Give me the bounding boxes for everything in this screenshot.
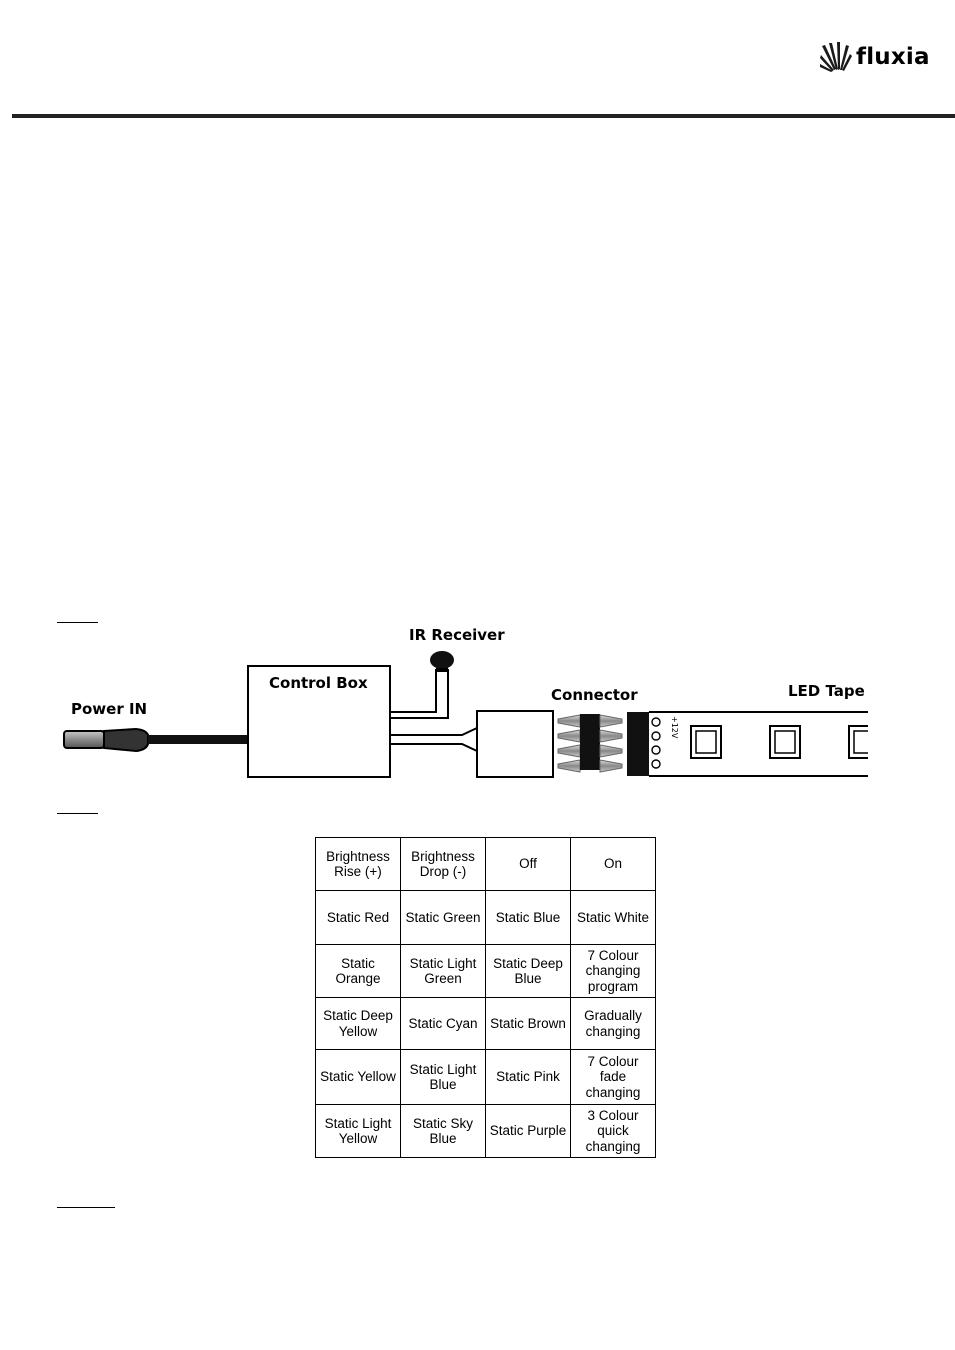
led-chip	[848, 725, 868, 759]
connector-pins	[557, 714, 623, 773]
led-tape: +12V	[627, 711, 868, 777]
table-row: Static Light Yellow Static Sky Blue Stat…	[315, 1104, 656, 1158]
table-cell: Static Orange	[315, 944, 401, 998]
table-row: Static Orange Static Light Green Static …	[315, 944, 656, 998]
remote-button-table: Brightness Rise (+) Brightness Drop (-) …	[315, 837, 656, 1158]
table-cell: Static Purple	[485, 1104, 571, 1158]
ir-receiver	[390, 651, 454, 719]
brand-name: fluxia	[856, 44, 930, 70]
table-cell: 7 Colour fade changing	[570, 1049, 656, 1105]
table-cell: Static Light Blue	[400, 1049, 486, 1105]
table-cell: Static Deep Blue	[485, 944, 571, 998]
control-box	[247, 665, 391, 778]
ir-receiver-label: IR Receiver	[409, 626, 505, 644]
control-box-label: Control Box	[269, 674, 368, 692]
power-plug	[63, 727, 248, 753]
led-chip	[769, 725, 801, 759]
connector-label: Connector	[551, 686, 638, 704]
table-cell: Static Green	[400, 890, 486, 945]
section-underline-3	[57, 1207, 115, 1208]
table-cell: Static Blue	[485, 890, 571, 945]
table-cell: Static Sky Blue	[400, 1104, 486, 1158]
voltage-label: +12V	[670, 716, 679, 739]
table-row: Static Red Static Green Static Blue Stat…	[315, 890, 656, 945]
table-cell: Static Yellow	[315, 1049, 401, 1105]
table-cell: Static Pink	[485, 1049, 571, 1105]
table-cell: 3 Colour quick changing	[570, 1104, 656, 1158]
table-cell: Static Cyan	[400, 997, 486, 1050]
table-cell: Gradually changing	[570, 997, 656, 1050]
table-cell: Static Light Yellow	[315, 1104, 401, 1158]
table-row: Static Yellow Static Light Blue Static P…	[315, 1049, 656, 1105]
output-cable	[390, 727, 478, 752]
table-cell: 7 Colour changing program	[570, 944, 656, 998]
led-chip	[690, 725, 722, 759]
table-cell: Static White	[570, 890, 656, 945]
brand-logo: fluxia	[820, 40, 935, 74]
wiring-diagram: +12V IR Receiver Control Box Power IN Co…	[63, 626, 868, 778]
table-cell: On	[570, 837, 656, 891]
power-in-label: Power IN	[71, 700, 147, 718]
section-underline-1	[57, 622, 98, 623]
table-cell: Static Red	[315, 890, 401, 945]
table-cell: Brightness Drop (-)	[400, 837, 486, 891]
fluxia-logo-icon	[820, 42, 852, 72]
table-row: Brightness Rise (+) Brightness Drop (-) …	[315, 837, 656, 891]
table-row: Static Deep Yellow Static Cyan Static Br…	[315, 997, 656, 1050]
section-underline-2	[57, 813, 98, 814]
table-cell: Off	[485, 837, 571, 891]
table-cell: Brightness Rise (+)	[315, 837, 401, 891]
header-rule	[12, 114, 955, 118]
connector-housing	[476, 710, 554, 778]
led-tape-label: LED Tape	[788, 682, 865, 700]
table-cell: Static Brown	[485, 997, 571, 1050]
table-cell: Static Light Green	[400, 944, 486, 998]
table-cell: Static Deep Yellow	[315, 997, 401, 1050]
